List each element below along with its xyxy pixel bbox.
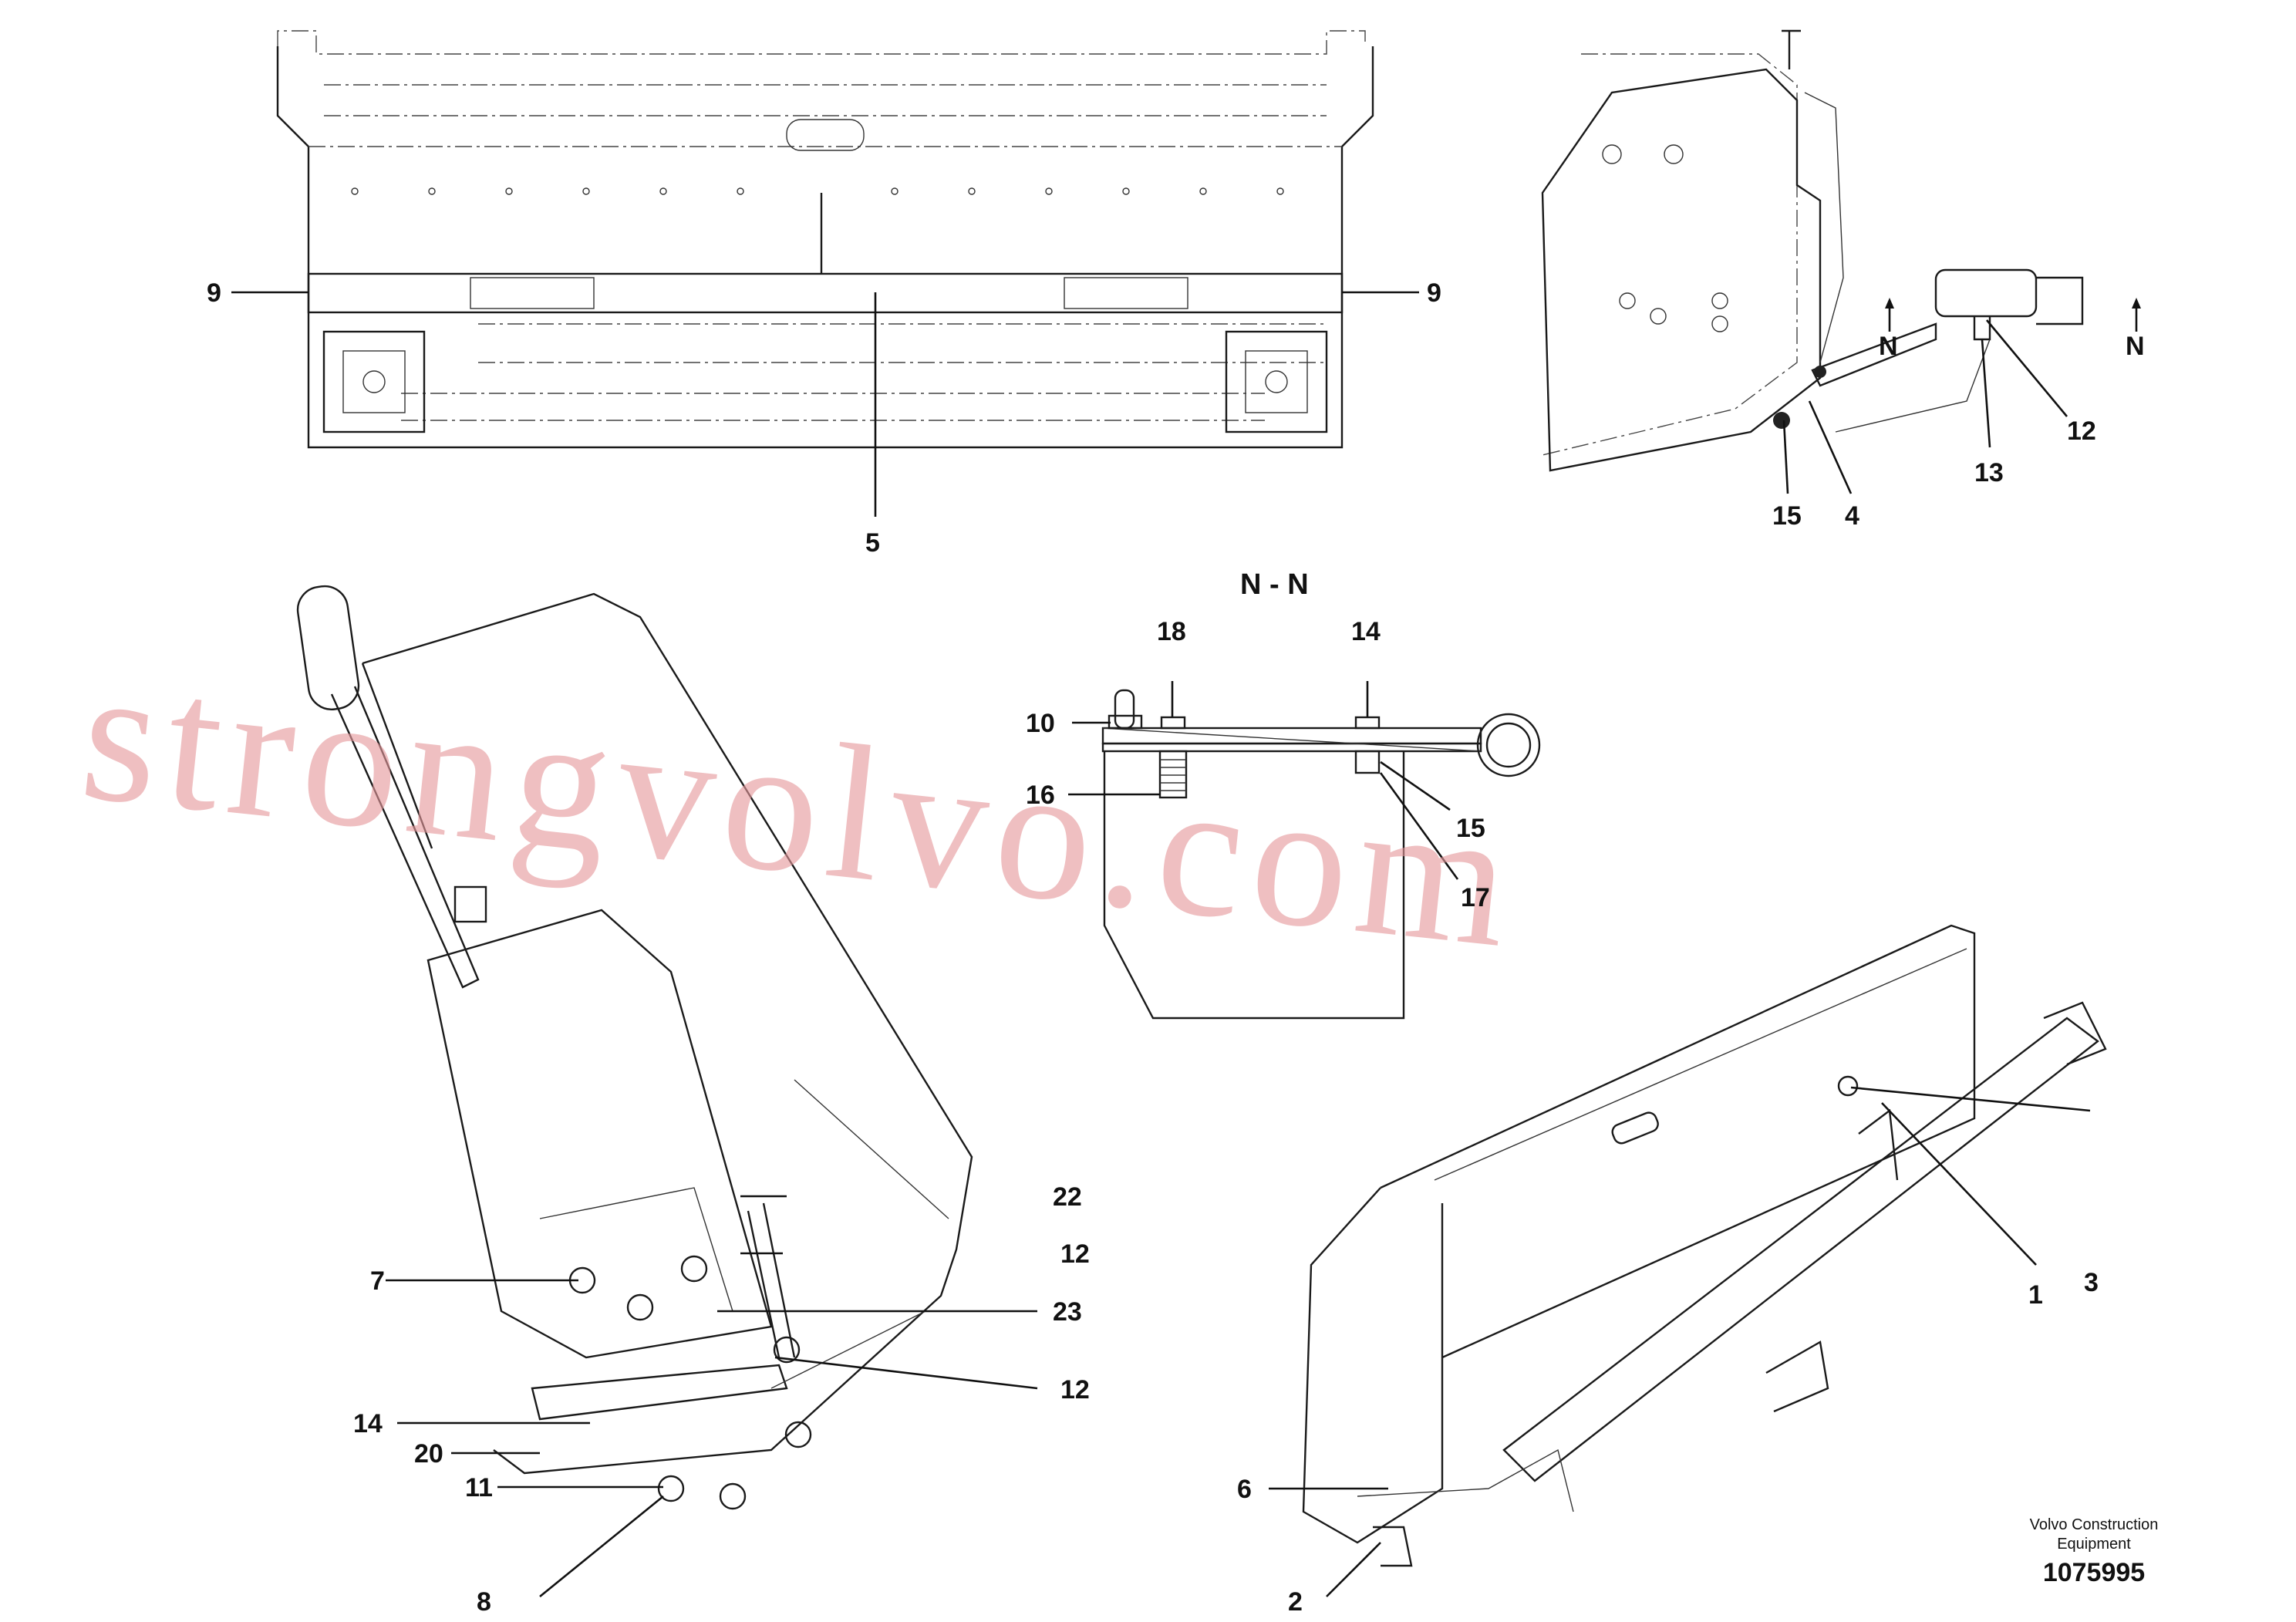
callout-9-right: 9 (1427, 278, 1441, 308)
callout-14-section: 14 (1351, 617, 1381, 646)
maker-line-2: Equipment (2057, 1536, 2131, 1553)
callout-labels: 9 9 5 15 4 13 12 N N N - N 18 14 10 16 1… (207, 278, 2145, 1617)
section-n-n-view (1101, 689, 1541, 1020)
callout-12-mid: 12 (1060, 1239, 1090, 1269)
maker-line-1: Volvo Construction (2030, 1516, 2159, 1533)
callout-3: 3 (2084, 1268, 2099, 1297)
section-title: N - N (1240, 568, 1309, 601)
watermark-text: strongvolvo.com (73, 626, 1528, 989)
callout-12-low: 12 (1060, 1375, 1090, 1404)
callout-14-lower: 14 (353, 1409, 383, 1438)
leader-lines (231, 291, 2091, 1598)
callout-8: 8 (477, 1587, 491, 1617)
callout-4: 4 (1845, 501, 1859, 531)
callout-23: 23 (1053, 1297, 1082, 1327)
callout-6: 6 (1237, 1475, 1252, 1504)
callout-12-top: 12 (2067, 416, 2096, 446)
maker-block: Volvo Construction Equipment 1075995 (2030, 1516, 2159, 1587)
reference-number: 1075995 (2043, 1558, 2145, 1587)
section-marker-right: N (2126, 332, 2145, 361)
callout-7: 7 (370, 1266, 385, 1296)
screed-side-view (1541, 29, 2141, 472)
callout-15-section: 15 (1456, 814, 1485, 843)
callout-13: 13 (1974, 458, 2004, 487)
end-plate-view (1302, 924, 2107, 1567)
callout-18: 18 (1157, 617, 1186, 646)
lever-assembly-view (296, 585, 973, 1510)
callout-11: 11 (465, 1473, 493, 1502)
callout-2: 2 (1288, 1587, 1303, 1617)
callout-20: 20 (414, 1439, 443, 1469)
callout-1: 1 (2028, 1280, 2043, 1310)
callout-5: 5 (865, 528, 880, 558)
callout-9-left: 9 (207, 278, 221, 308)
section-marker-left: N (1879, 332, 1898, 361)
callout-16: 16 (1026, 781, 1055, 810)
callout-22: 22 (1053, 1182, 1082, 1212)
screed-rear-view (276, 30, 1374, 449)
callout-15-top: 15 (1772, 501, 1802, 531)
callout-10: 10 (1026, 709, 1055, 738)
callout-17: 17 (1461, 883, 1490, 912)
